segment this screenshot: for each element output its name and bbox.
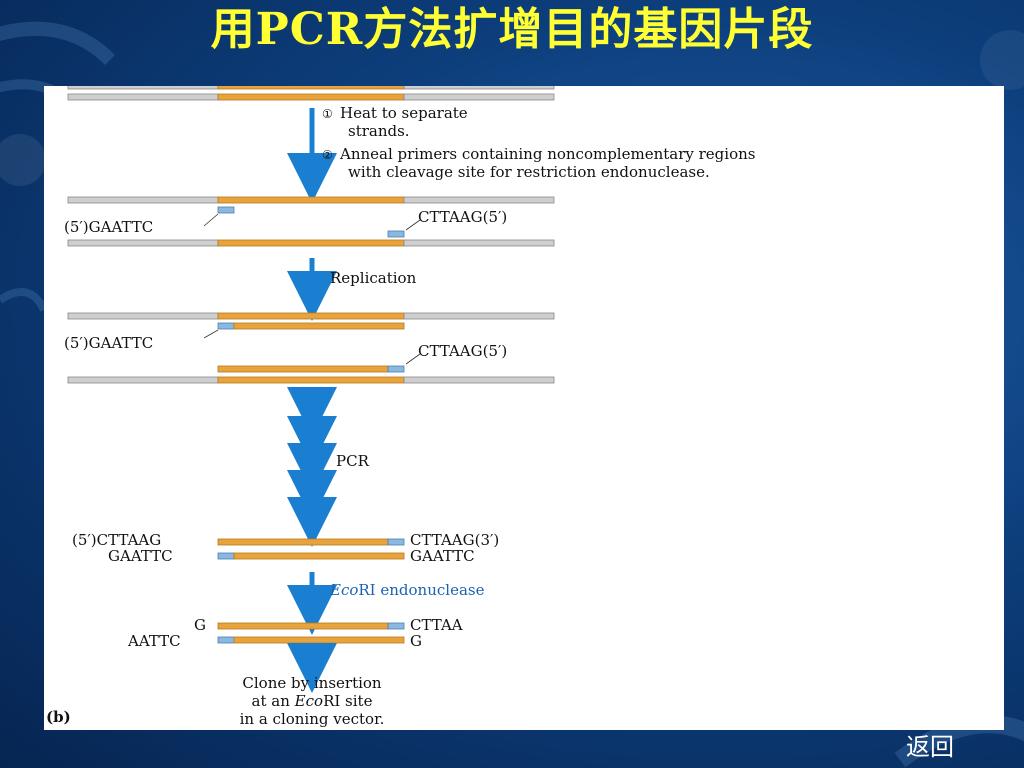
prod-bottom-right-label: GAATTC <box>410 547 475 565</box>
separated-strands <box>67 196 555 247</box>
primer-right <box>387 230 405 238</box>
clone-line3: in a cloning vector. <box>240 710 385 728</box>
replicated-strands <box>67 312 555 384</box>
prod-top-right-label: CTTAAG(3′) <box>410 531 499 549</box>
step1-number: ① <box>322 107 333 121</box>
cut-bottom-left-label: AATTC <box>127 632 181 650</box>
step1-text-line1: Heat to separate <box>340 104 468 122</box>
rep-right-label: CTTAAG(5′) <box>418 342 507 360</box>
step2-text-line2: with cleavage site for restriction endon… <box>348 163 710 181</box>
primer-left-label: (5′)GAATTC <box>64 218 153 236</box>
slide-title: 用PCR方法扩增目的基因片段 <box>210 4 814 55</box>
cut-bottom-right-label: G <box>410 632 422 650</box>
step2-number: ② <box>322 148 333 162</box>
template-dna-top <box>67 86 555 101</box>
back-link[interactable]: 返回 <box>906 733 954 761</box>
enzyme-label: EcoRI endonuclease <box>329 581 485 599</box>
step2-text-line1: Anneal primers containing noncomplementa… <box>339 145 755 163</box>
prod-bottom-left-label: GAATTC <box>108 547 173 565</box>
step1-text-line2: strands. <box>348 122 410 140</box>
primer-right-label: CTTAAG(5′) <box>418 208 507 226</box>
clone-line2: at an EcoRI site <box>252 692 373 710</box>
pcr-cloning-diagram: ① Heat to separate strands. ② Anneal pri… <box>46 86 755 728</box>
cut-top-right-label: CTTAA <box>410 616 463 634</box>
pcr-label: PCR <box>336 452 370 470</box>
diagram-panel: ① Heat to separate strands. ② Anneal pri… <box>44 86 1004 730</box>
pcr-product <box>217 538 405 560</box>
prod-top-left-label: (5′)CTTAAG <box>72 531 161 549</box>
cut-top-left-label: G <box>194 616 206 634</box>
cut-product <box>217 622 405 644</box>
panel-label: (b) <box>46 708 71 726</box>
replication-label: Replication <box>330 269 417 287</box>
rep-left-label: (5′)GAATTC <box>64 334 153 352</box>
primer-left <box>217 206 235 214</box>
clone-line1: Clone by insertion <box>242 674 382 692</box>
